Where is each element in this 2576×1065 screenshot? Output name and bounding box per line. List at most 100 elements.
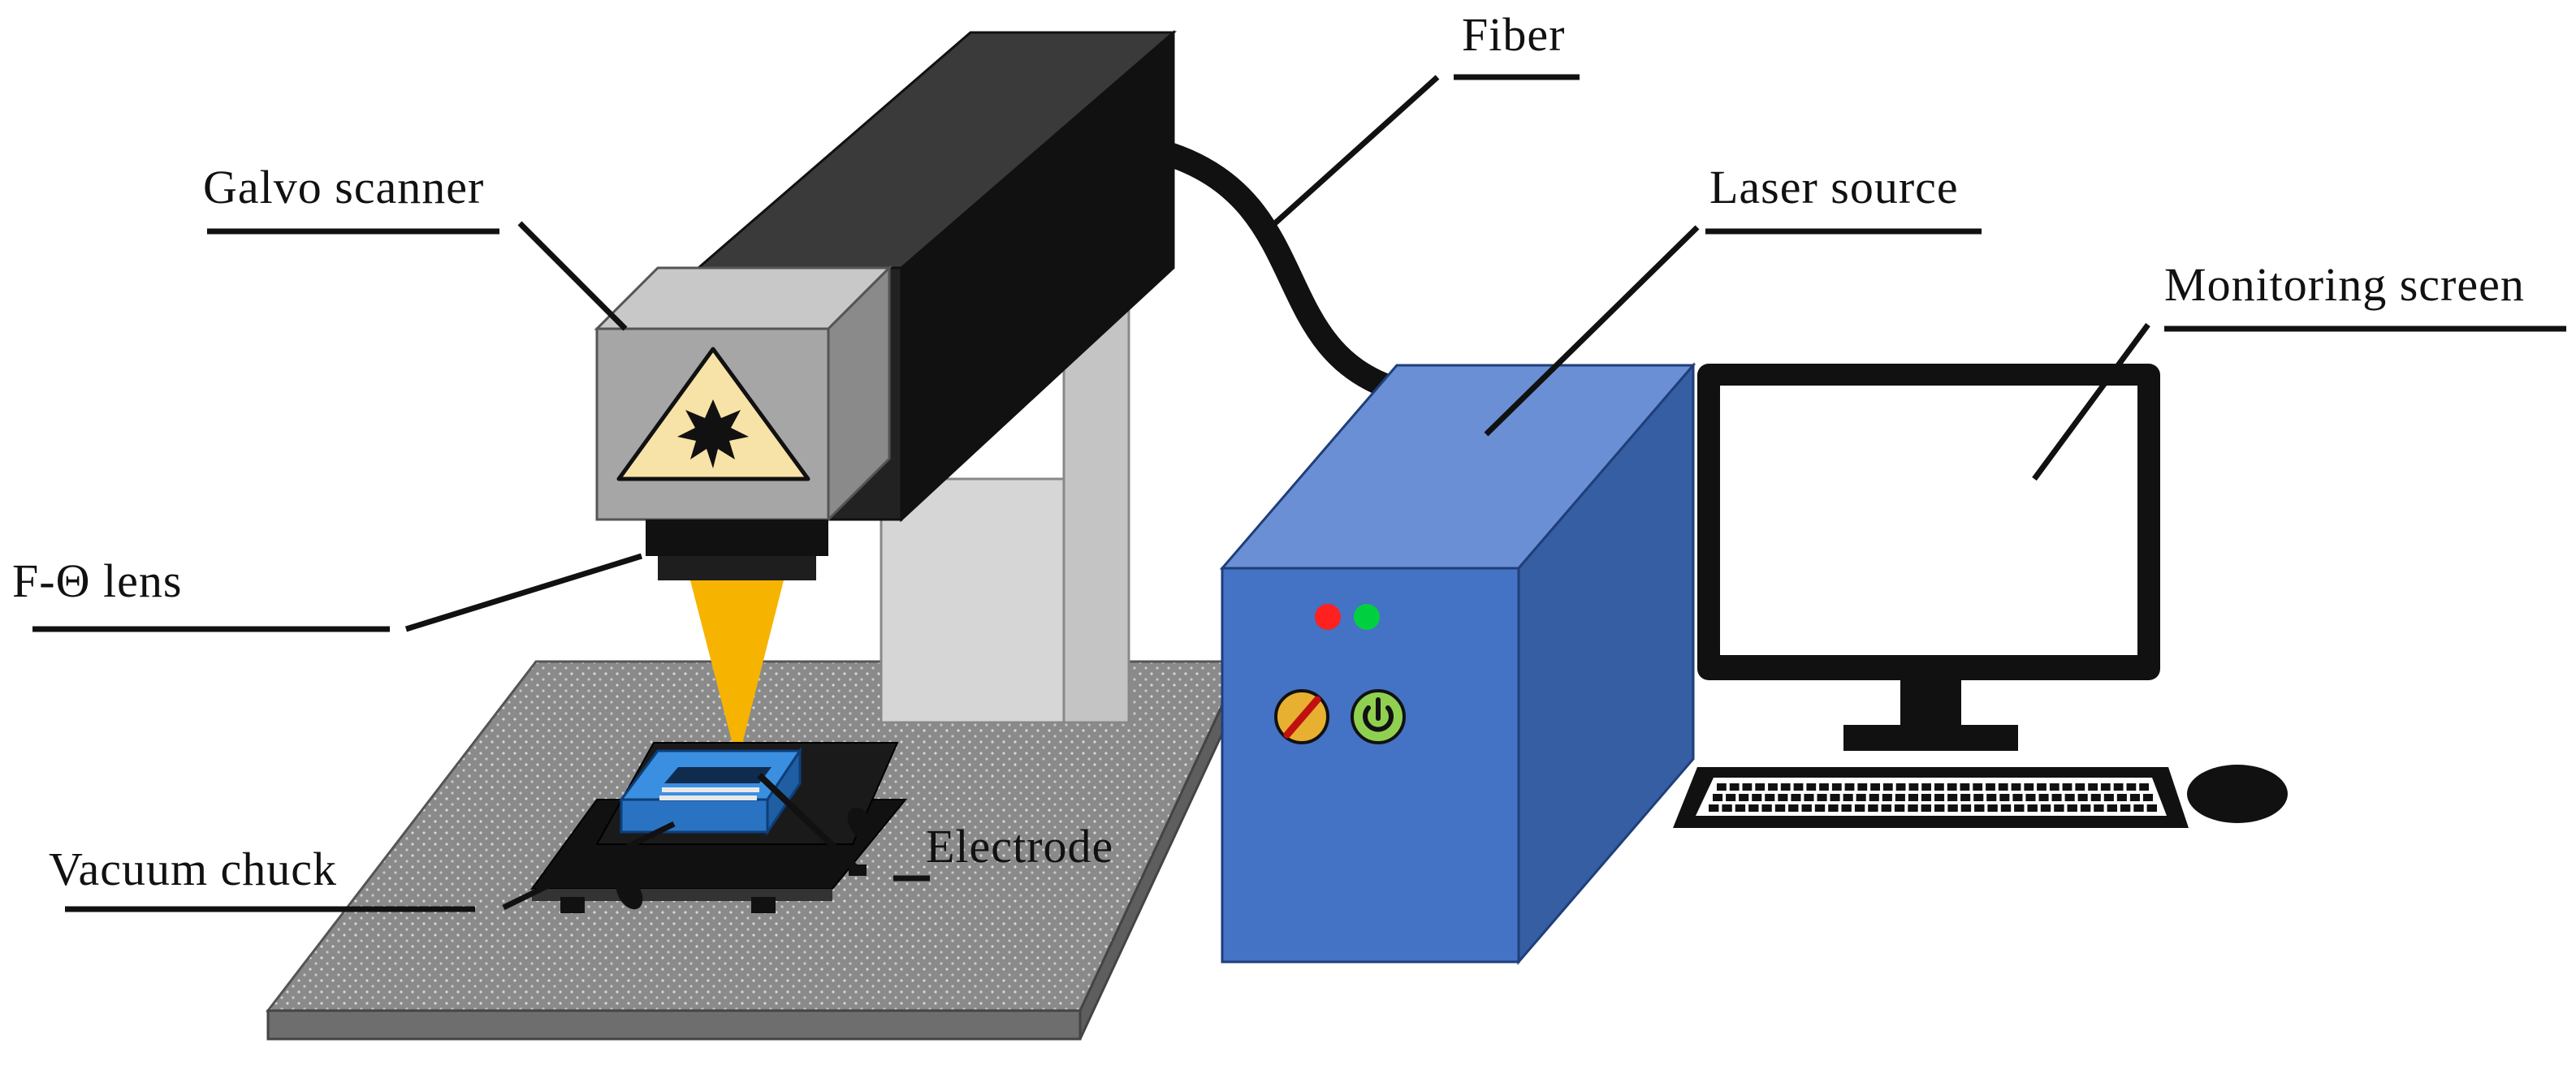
laser-source	[1219, 361, 1696, 966]
keyboard-key	[2142, 794, 2153, 801]
keyboard-key	[1921, 804, 1931, 812]
keyboard-key	[2040, 804, 2051, 812]
keyboard-key	[2049, 783, 2060, 791]
keyboard-key	[1722, 804, 1732, 812]
keyboard-key	[1986, 783, 1995, 791]
keyboard-key	[1908, 804, 1918, 812]
keyboard-key	[1819, 783, 1829, 791]
keyboard-key	[1974, 804, 1985, 812]
machine-column	[880, 266, 1130, 725]
keyboard-key	[1729, 783, 1740, 791]
label-f-theta-lens: F-Θ lens	[12, 554, 182, 607]
keyboard-key	[1973, 783, 1983, 791]
keyboard-key	[2088, 783, 2098, 791]
keyboard-key	[1752, 794, 1762, 801]
keyboard-key	[1804, 794, 1814, 801]
keyboard-key	[2014, 804, 2025, 812]
keyboard-key	[2133, 804, 2144, 812]
keyboard-key	[1735, 804, 1746, 812]
keyboard-key	[1960, 794, 1971, 801]
keyboard-key	[1748, 804, 1759, 812]
keyboard-key	[1755, 783, 1766, 791]
keyboard-key	[1791, 794, 1801, 801]
label-laser-source: Laser source	[1709, 161, 1959, 213]
keyboard-key	[1765, 794, 1775, 801]
keyboard-key	[1739, 794, 1749, 801]
label-vacuum-chuck: Vacuum chuck	[49, 843, 337, 895]
keyboard-key	[1843, 794, 1853, 801]
keyboard-key	[1768, 783, 1778, 791]
keyboard-key	[1947, 783, 1957, 791]
keyboard-key	[2025, 794, 2036, 801]
keyboard-key	[1801, 804, 1812, 812]
keyboard-key	[2067, 804, 2077, 812]
keyboard-key	[1973, 794, 1984, 801]
keyboard-key	[1947, 804, 1958, 812]
keyboard-key	[1934, 783, 1944, 791]
keyboard-key	[1998, 783, 2008, 791]
keyboard-key	[1814, 804, 1826, 812]
keyboard-key	[1908, 794, 1918, 801]
keyboard-key	[2100, 783, 2111, 791]
label-electrode: Electrode	[926, 820, 1113, 873]
keyboard-key	[2090, 794, 2101, 801]
keyboard-key	[2080, 804, 2091, 812]
keyboard-key	[1895, 794, 1905, 801]
keyboard-key	[1986, 794, 1997, 801]
keyboard-key	[1908, 783, 1919, 791]
keyboard-key	[1999, 794, 2010, 801]
keyboard-key	[1934, 804, 1945, 812]
keyboard-key	[1830, 794, 1840, 801]
keyboard-key	[1774, 804, 1786, 812]
keyboard-key	[2146, 804, 2157, 812]
keyboard-key	[1882, 783, 1893, 791]
galvo-scanner	[594, 265, 893, 523]
keyboard-key	[1788, 804, 1799, 812]
keyboard-key	[1806, 783, 1817, 791]
monitoring-screen	[1697, 364, 2160, 751]
keyboard-key	[1894, 804, 1905, 812]
keyboard-key	[1709, 804, 1719, 812]
keyboard-key	[2012, 794, 2023, 801]
keyboard-key	[2094, 804, 2104, 812]
keyboard-key	[2000, 804, 2012, 812]
keyboard-key	[1793, 783, 1804, 791]
keyboard-key	[1960, 804, 1972, 812]
laser-beam	[690, 580, 784, 763]
keyboard-key	[2107, 804, 2117, 812]
keyboard-key	[1844, 783, 1855, 791]
keyboard-key	[1895, 783, 1906, 791]
status-led-green	[1354, 604, 1380, 630]
keyboard-key	[2139, 783, 2149, 791]
power-icon[interactable]	[1351, 689, 1406, 744]
keyboard-key	[1713, 794, 1723, 801]
keyboard-key	[2011, 783, 2021, 791]
f-theta-lens	[646, 520, 828, 580]
keyboard-key	[2064, 794, 2075, 801]
keyboard-key	[2024, 783, 2034, 791]
keyboard-key	[1831, 783, 1842, 791]
electrode	[757, 773, 867, 876]
label-fiber: Fiber	[1462, 8, 1565, 61]
dial-knob-icon[interactable]	[1274, 689, 1329, 744]
keyboard-key	[2037, 783, 2047, 791]
keyboard-key	[2054, 804, 2064, 812]
keyboard-key	[2113, 783, 2124, 791]
keyboard-key	[1780, 783, 1791, 791]
leader-lines	[32, 74, 2566, 912]
keyboard-key	[2077, 794, 2088, 801]
status-led-red	[1315, 604, 1341, 630]
label-monitoring-screen: Monitoring screen	[2164, 258, 2525, 311]
keyboard-key	[1841, 804, 1852, 812]
keyboard-key	[2062, 783, 2072, 791]
mouse	[2187, 765, 2288, 823]
keyboard-key	[2075, 783, 2085, 791]
vacuum-chuck	[619, 747, 802, 836]
keyboard-key	[1947, 794, 1958, 801]
keyboard-key	[1857, 783, 1868, 791]
keyboard-key	[1717, 783, 1727, 791]
keyboard-key	[2126, 783, 2137, 791]
keyboard-key	[1881, 804, 1891, 812]
keyboard-key	[1921, 783, 1931, 791]
